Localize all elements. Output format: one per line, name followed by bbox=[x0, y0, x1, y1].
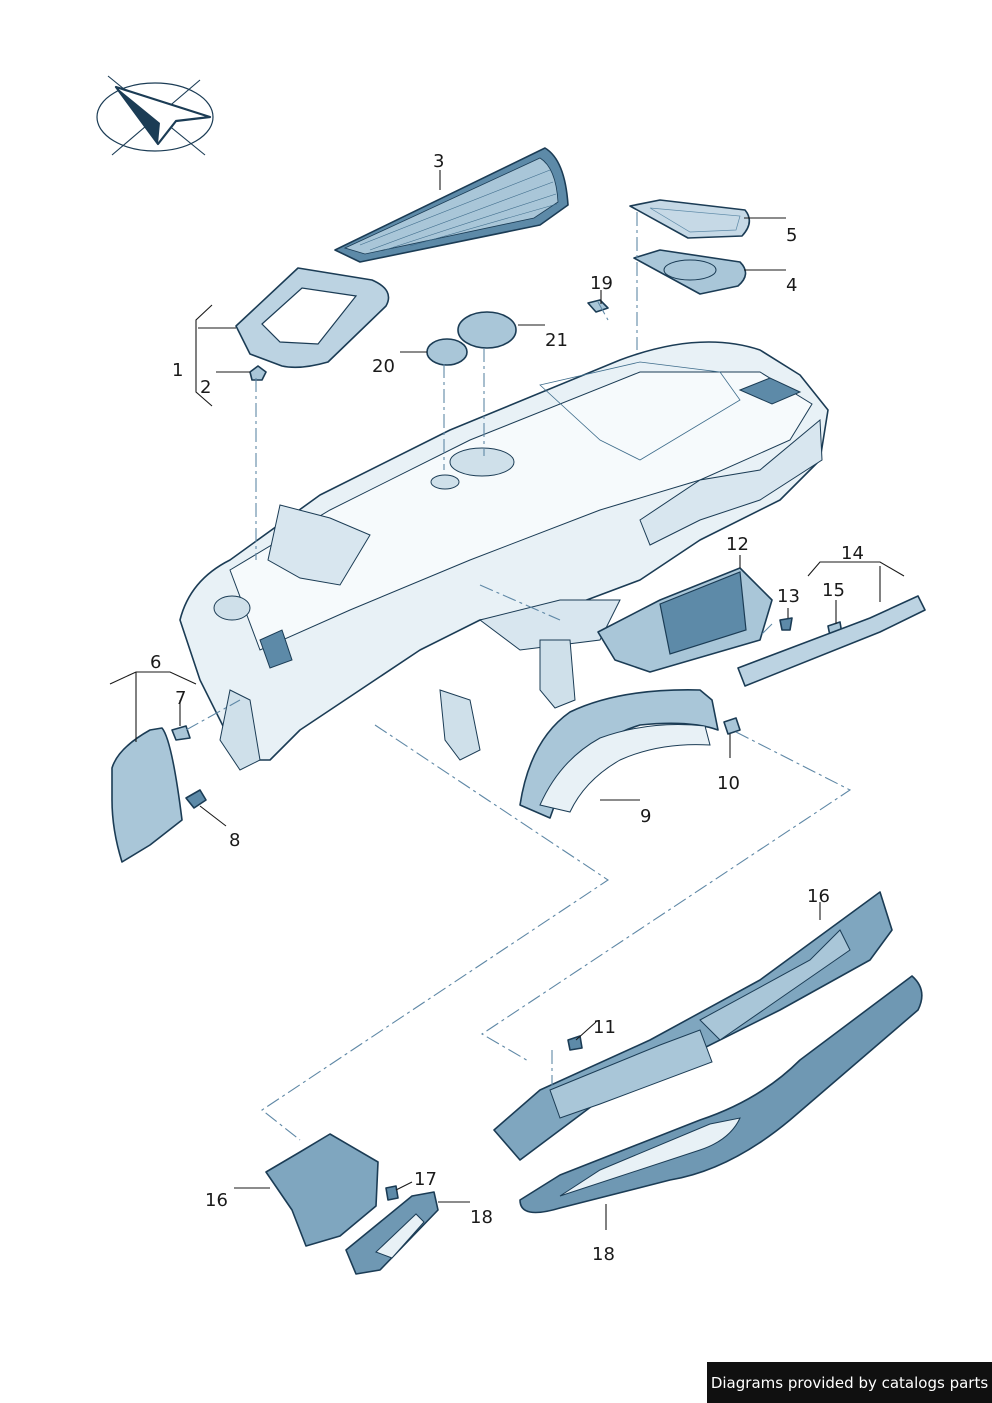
part-11-screw bbox=[567, 1035, 583, 1051]
leader-lines bbox=[109, 170, 905, 1230]
part-6-side-cover bbox=[111, 727, 183, 863]
part-16-side-vent bbox=[265, 1133, 379, 1247]
part-2-clip bbox=[249, 365, 267, 381]
callout-19: 19 bbox=[590, 273, 613, 294]
callout-12: 12 bbox=[726, 534, 749, 555]
part-18-right-trim bbox=[519, 975, 923, 1214]
callout-8: 8 bbox=[229, 830, 240, 851]
callout-10: 10 bbox=[717, 773, 740, 794]
callout-13: 13 bbox=[777, 586, 800, 607]
callout-18-right: 18 bbox=[592, 1244, 615, 1265]
part-17-screw bbox=[385, 1185, 399, 1201]
part-14-trim-strip bbox=[737, 595, 926, 687]
callout-18-left: 18 bbox=[470, 1207, 493, 1228]
callout-7: 7 bbox=[175, 688, 186, 709]
callout-9: 9 bbox=[640, 806, 651, 827]
part-13-screw bbox=[779, 617, 793, 631]
part-1-trim-frame bbox=[235, 267, 390, 369]
callout-1: 1 bbox=[172, 360, 183, 381]
part-16-vent-assembly bbox=[493, 891, 893, 1161]
part-21-cover bbox=[457, 311, 517, 349]
callout-3: 3 bbox=[433, 151, 444, 172]
orientation-arrow-icon bbox=[96, 75, 214, 156]
callout-20: 20 bbox=[372, 356, 395, 377]
part-18-left-trim bbox=[345, 1191, 439, 1275]
dashboard-assembly bbox=[179, 341, 829, 771]
part-12-display bbox=[597, 567, 773, 673]
part-10-clip bbox=[723, 717, 741, 735]
callout-16-right: 16 bbox=[807, 886, 830, 907]
callout-6: 6 bbox=[150, 652, 161, 673]
part-5-speaker-grille bbox=[629, 199, 751, 239]
part-20-cover bbox=[426, 338, 468, 366]
part-3-grille bbox=[334, 147, 569, 263]
part-8-clip bbox=[185, 789, 207, 809]
callout-4: 4 bbox=[786, 275, 797, 296]
callout-21: 21 bbox=[545, 330, 568, 351]
callout-14: 14 bbox=[841, 543, 864, 564]
part-7-clip bbox=[171, 725, 191, 741]
callout-17: 17 bbox=[414, 1169, 437, 1190]
callout-5: 5 bbox=[786, 225, 797, 246]
callout-16-left: 16 bbox=[205, 1190, 228, 1211]
credit-banner: Diagrams provided by catalogs parts bbox=[707, 1362, 992, 1403]
callout-15: 15 bbox=[822, 580, 845, 601]
part-19-clip bbox=[587, 299, 609, 313]
callout-2: 2 bbox=[200, 377, 211, 398]
part-4-speaker-bracket bbox=[633, 249, 747, 295]
callout-11: 11 bbox=[593, 1017, 616, 1038]
part-9-cluster-frame bbox=[519, 689, 719, 819]
callout-labels: 1 2 3 4 5 6 7 8 9 10 11 12 13 14 15 16 1… bbox=[150, 151, 864, 1265]
assembly-lines bbox=[185, 212, 852, 1141]
